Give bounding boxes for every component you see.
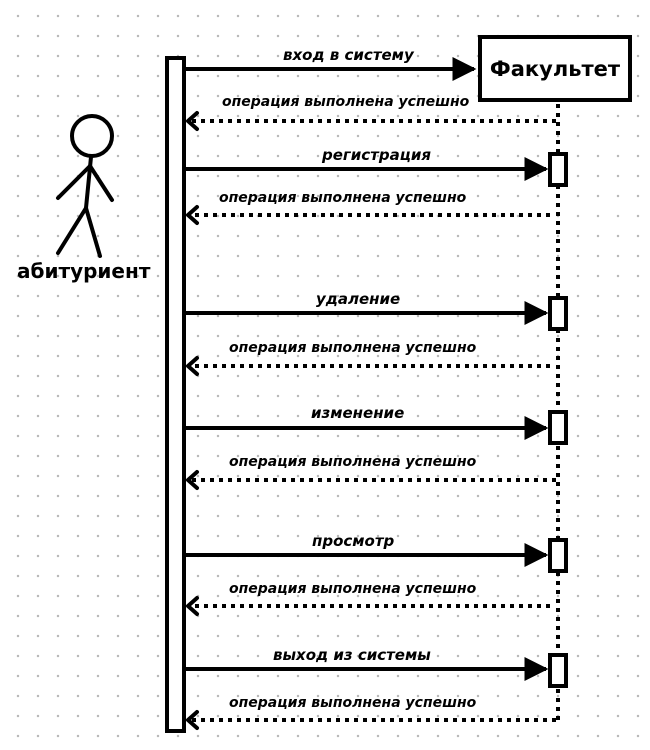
actor-leg-right [84,206,102,258]
reply-label: операция выполнена успешно [222,94,470,110]
actor-leg-left [56,206,88,255]
actor-arm-right [88,164,114,202]
reply-arrowhead [186,596,199,616]
request-label: регистрация [322,146,431,164]
object-box: Факультет [478,35,632,102]
reply-label: операция выполнена успешно [219,190,467,206]
activation-box [548,296,568,331]
reply-arrowhead [186,356,199,376]
actor-head [70,114,114,158]
request-label: удаление [316,290,401,308]
reply-arrowhead [186,470,199,490]
reply-label: операция выполнена успешно [229,454,477,470]
request-label: просмотр [312,532,395,550]
actor-figure-icon [56,114,114,258]
activation-box [548,538,568,573]
actor-arm-left [56,164,92,200]
object-label: Факультет [489,56,621,81]
request-label: выход из системы [273,646,431,664]
reply-arrowhead [186,111,199,131]
object-activation-boxes [548,152,568,688]
actor-activation-bar [165,56,186,733]
activation-box [548,152,568,187]
reply-arrowhead [186,710,199,730]
reply-label: операция выполнена успешно [229,581,477,597]
actor-label: абитуриент [17,259,151,283]
reply-label: операция выполнена успешно [229,340,477,356]
reply-arrowhead [186,205,199,225]
reply-label: операция выполнена успешно [229,695,477,711]
activation-box [548,653,568,688]
request-label: вход в систему [283,46,414,64]
request-label: изменение [311,404,405,422]
activation-box [548,410,568,445]
